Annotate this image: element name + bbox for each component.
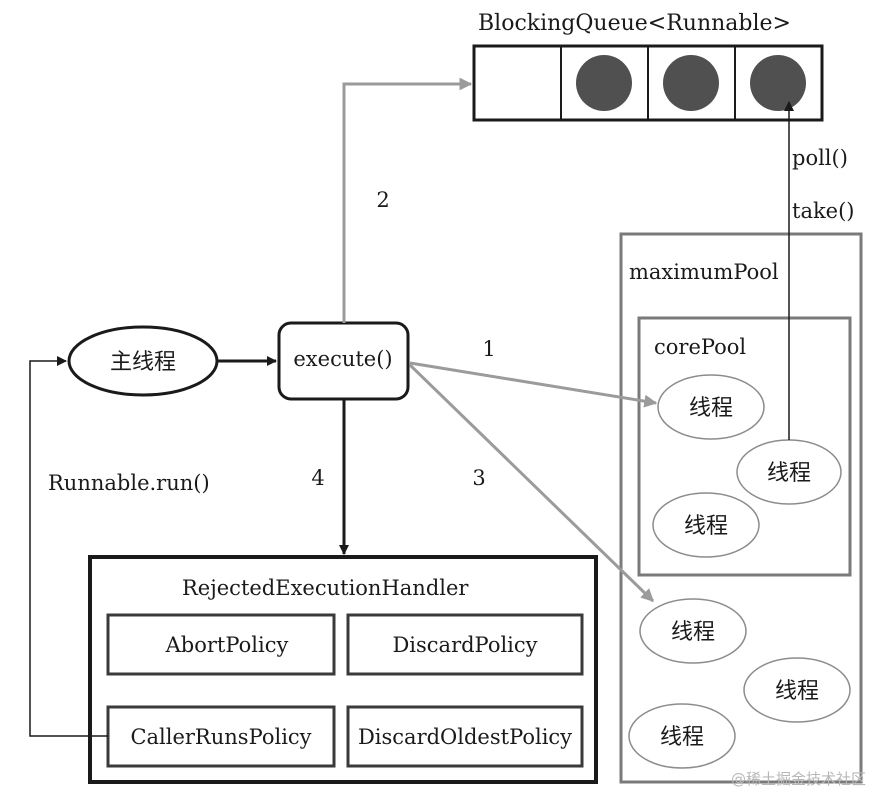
policy-label: DiscardPolicy	[392, 633, 537, 657]
core-pool-frame	[637, 316, 852, 577]
queued-task	[750, 55, 806, 111]
step-label-2: 2	[376, 188, 389, 212]
thread: 线程	[736, 439, 842, 505]
main-thread: 主线程	[67, 325, 219, 397]
policy-caller-runs: CallerRunsPolicy	[106, 705, 336, 768]
execute-label: execute()	[293, 347, 392, 371]
policy-discard-oldest: DiscardOldestPolicy	[346, 705, 584, 768]
policy-label: DiscardOldestPolicy	[358, 725, 572, 749]
thread: 线程	[628, 703, 736, 769]
thread-label: 线程	[767, 461, 811, 486]
thread-label: 线程	[775, 679, 819, 704]
thread: 线程	[639, 598, 747, 664]
arrow-caller-runs	[29, 356, 108, 737]
step-label-4: 4	[311, 466, 324, 490]
maximum-pool-label: maximumPool	[629, 260, 779, 284]
core-pool: corePool	[637, 316, 852, 577]
take-label: take()	[792, 199, 855, 223]
arrow-to-maximum-pool	[408, 363, 655, 603]
arrow-to-core-pool	[409, 361, 658, 408]
core-pool-label: corePool	[654, 335, 746, 359]
rejected-execution-handler: RejectedExecutionHandler AbortPolicy Dis…	[88, 555, 598, 784]
thread-label: 线程	[660, 725, 704, 750]
thread-label: 线程	[684, 514, 728, 539]
runnable-run-label: Runnable.run()	[48, 471, 210, 495]
queued-task	[576, 55, 632, 111]
poll-label: poll()	[792, 146, 848, 170]
thread: 线程	[657, 374, 765, 440]
policy-label: AbortPolicy	[165, 633, 289, 657]
thread-label: 线程	[689, 396, 733, 421]
thread: 线程	[743, 657, 851, 723]
maximum-pool: maximumPool	[619, 232, 863, 784]
thread-label: 线程	[671, 620, 715, 645]
queued-task	[663, 55, 719, 111]
queue-title: BlockingQueue<Runnable>	[478, 11, 791, 36]
maximum-pool-frame	[619, 232, 863, 784]
thread: 线程	[652, 492, 760, 558]
execute-node: execute()	[277, 321, 410, 401]
main-thread-label: 主线程	[110, 350, 176, 375]
policy-discard: DiscardPolicy	[346, 613, 584, 676]
handler-title: RejectedExecutionHandler	[182, 576, 469, 600]
policy-abort: AbortPolicy	[106, 613, 336, 676]
policy-label: CallerRunsPolicy	[130, 725, 311, 749]
arrow-to-queue	[342, 77, 473, 323]
watermark: @稀土掘金技术社区	[731, 770, 866, 788]
step-label-1: 1	[482, 337, 495, 361]
step-label-3: 3	[472, 466, 485, 490]
blocking-queue: BlockingQueue<Runnable>	[472, 11, 824, 122]
